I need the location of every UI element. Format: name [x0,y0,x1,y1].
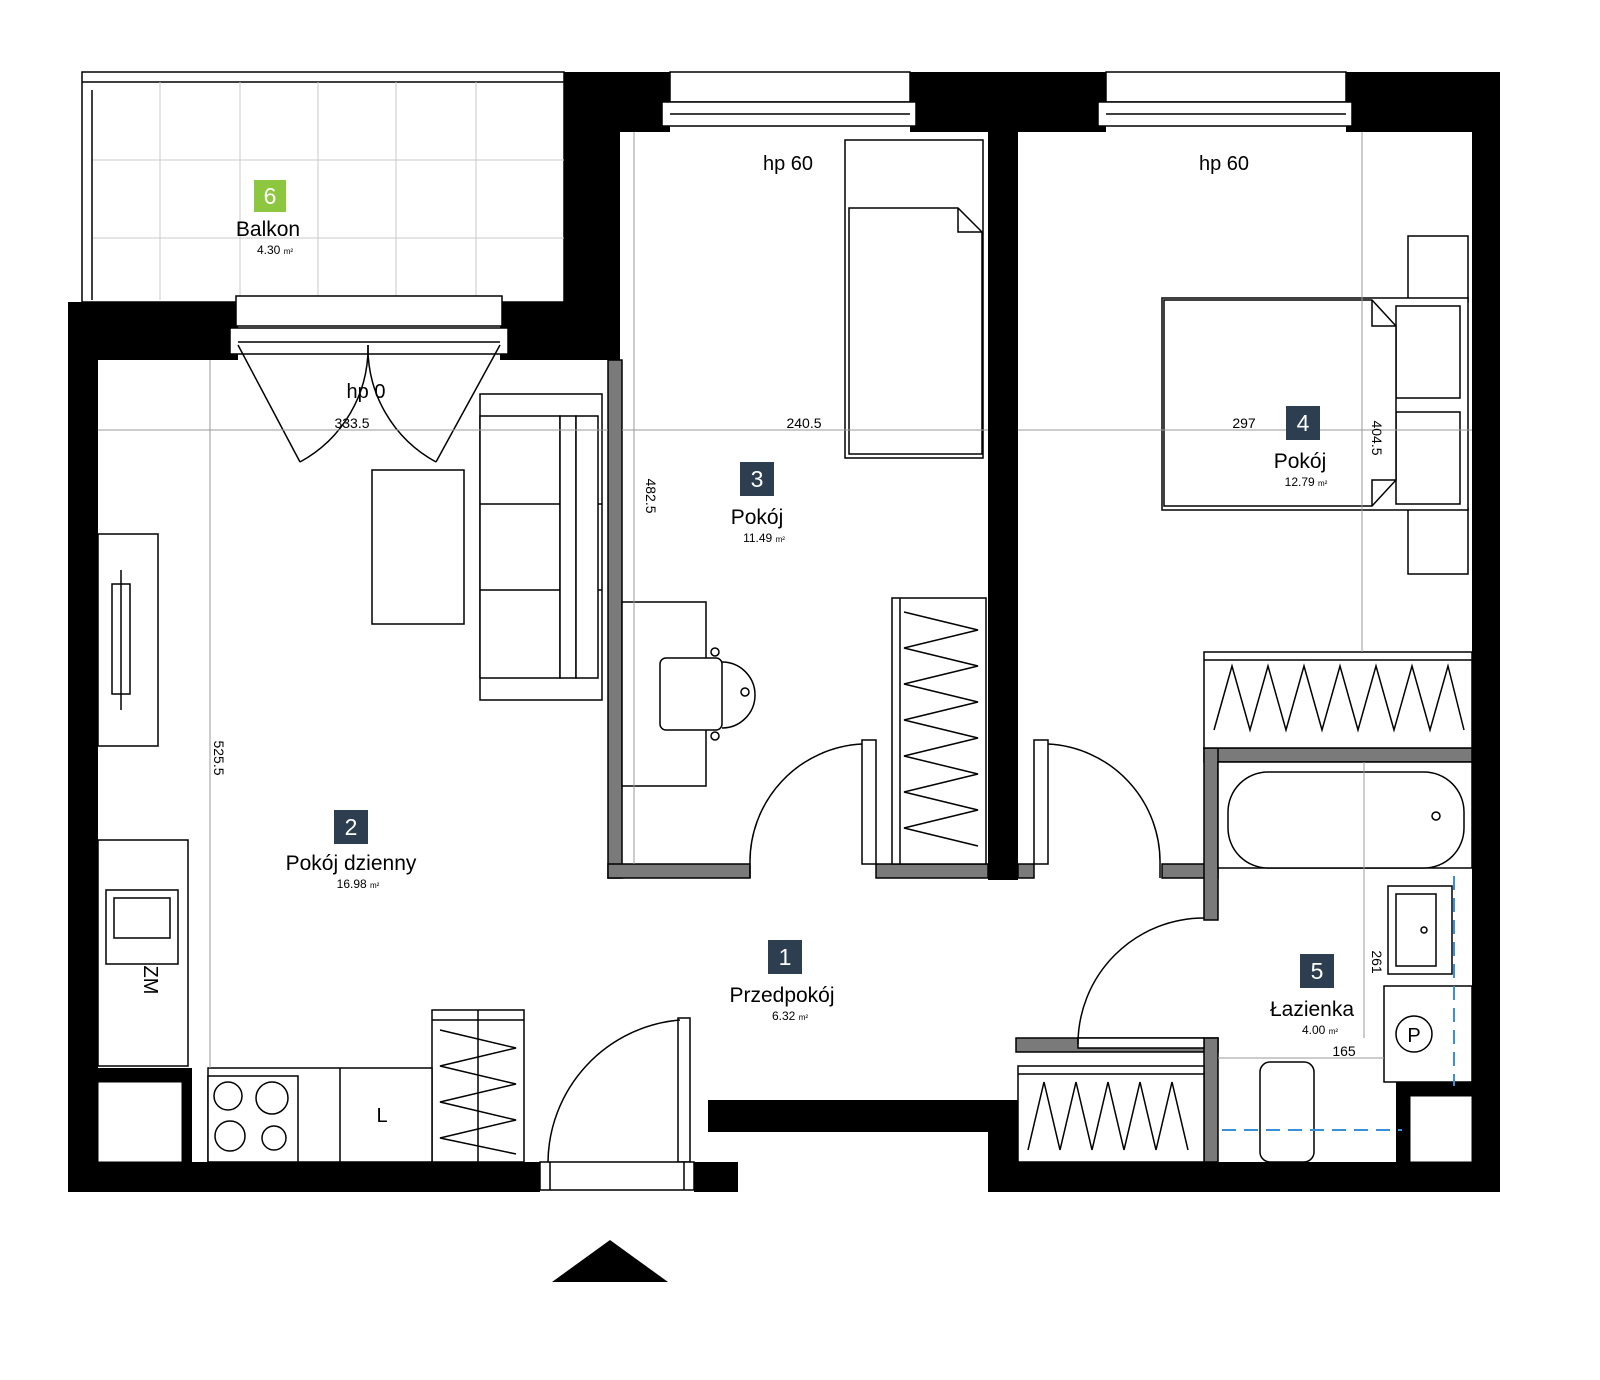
wardrobes [431,597,1473,1163]
room-area-6: 4.30 m² [257,243,293,257]
fridge-label: L [376,1105,387,1127]
room-number-3: 3 [751,466,764,492]
double-bed [1161,235,1469,575]
room-badge-5 [1300,954,1334,988]
room-name-2: Pokój dzienny [286,852,417,875]
dim-room4-depth: 404.5 [1369,420,1385,455]
dimension-lines [98,132,1472,1068]
dim-room3-width: 240.5 [786,415,821,431]
entrance-arrow-icon [552,1240,668,1282]
windows [229,71,1353,355]
kitchen [97,839,433,1163]
dim-living-depth: 525.5 [211,740,227,775]
dim-living-width: 333.5 [334,415,369,431]
room-area-3: 11.49 m² [743,531,785,545]
room-number-1: 1 [779,944,792,970]
room-badge-4 [1286,406,1320,440]
room-badge-1 [768,940,802,974]
doors [539,739,1205,1191]
dim-room4-width: 297 [1232,415,1256,431]
dim-bath-width: 165 [1332,1043,1356,1059]
room-badge-3 [740,462,774,496]
room-number-2: 2 [345,814,358,840]
room-badge-6 [254,180,286,212]
coffee-table [371,469,465,625]
room-number-6: 6 [264,183,277,209]
room-name-3: Pokój [731,506,784,529]
balcony-doors [237,344,501,463]
window-height-room-4: hp 60 [1199,153,1249,175]
tv-unit [97,533,159,747]
washer-label: ZM [139,966,161,995]
room-name-5: Łazienka [1270,998,1354,1021]
outer-walls [68,72,1500,1192]
dim-room3-depth: 482.5 [643,478,659,513]
room-name-4: Pokój [1274,450,1327,473]
room-number-4: 4 [1297,410,1310,436]
room-number-5: 5 [1311,958,1324,984]
room-name-6: Balkon [236,218,300,241]
room-area-4: 12.79 m² [1285,475,1328,489]
sofa [479,393,603,701]
desk [621,601,756,787]
bathroom-fixtures [1217,761,1473,1163]
room-area-2: 16.98 m² [337,877,380,891]
single-bed [844,139,984,459]
balcony-grid [81,71,565,303]
room-area-5: 4.00 m² [1302,1023,1338,1037]
window-height-living: hp 0 [347,381,386,403]
boiler-label: P [1407,1025,1420,1047]
dim-bath-depth: 261 [1369,950,1385,974]
room-area-1: 6.32 m² [772,1009,808,1023]
room-name-1: Przedpokój [729,984,834,1007]
room-badge-2 [334,810,368,844]
window-height-room-3: hp 60 [763,153,813,175]
